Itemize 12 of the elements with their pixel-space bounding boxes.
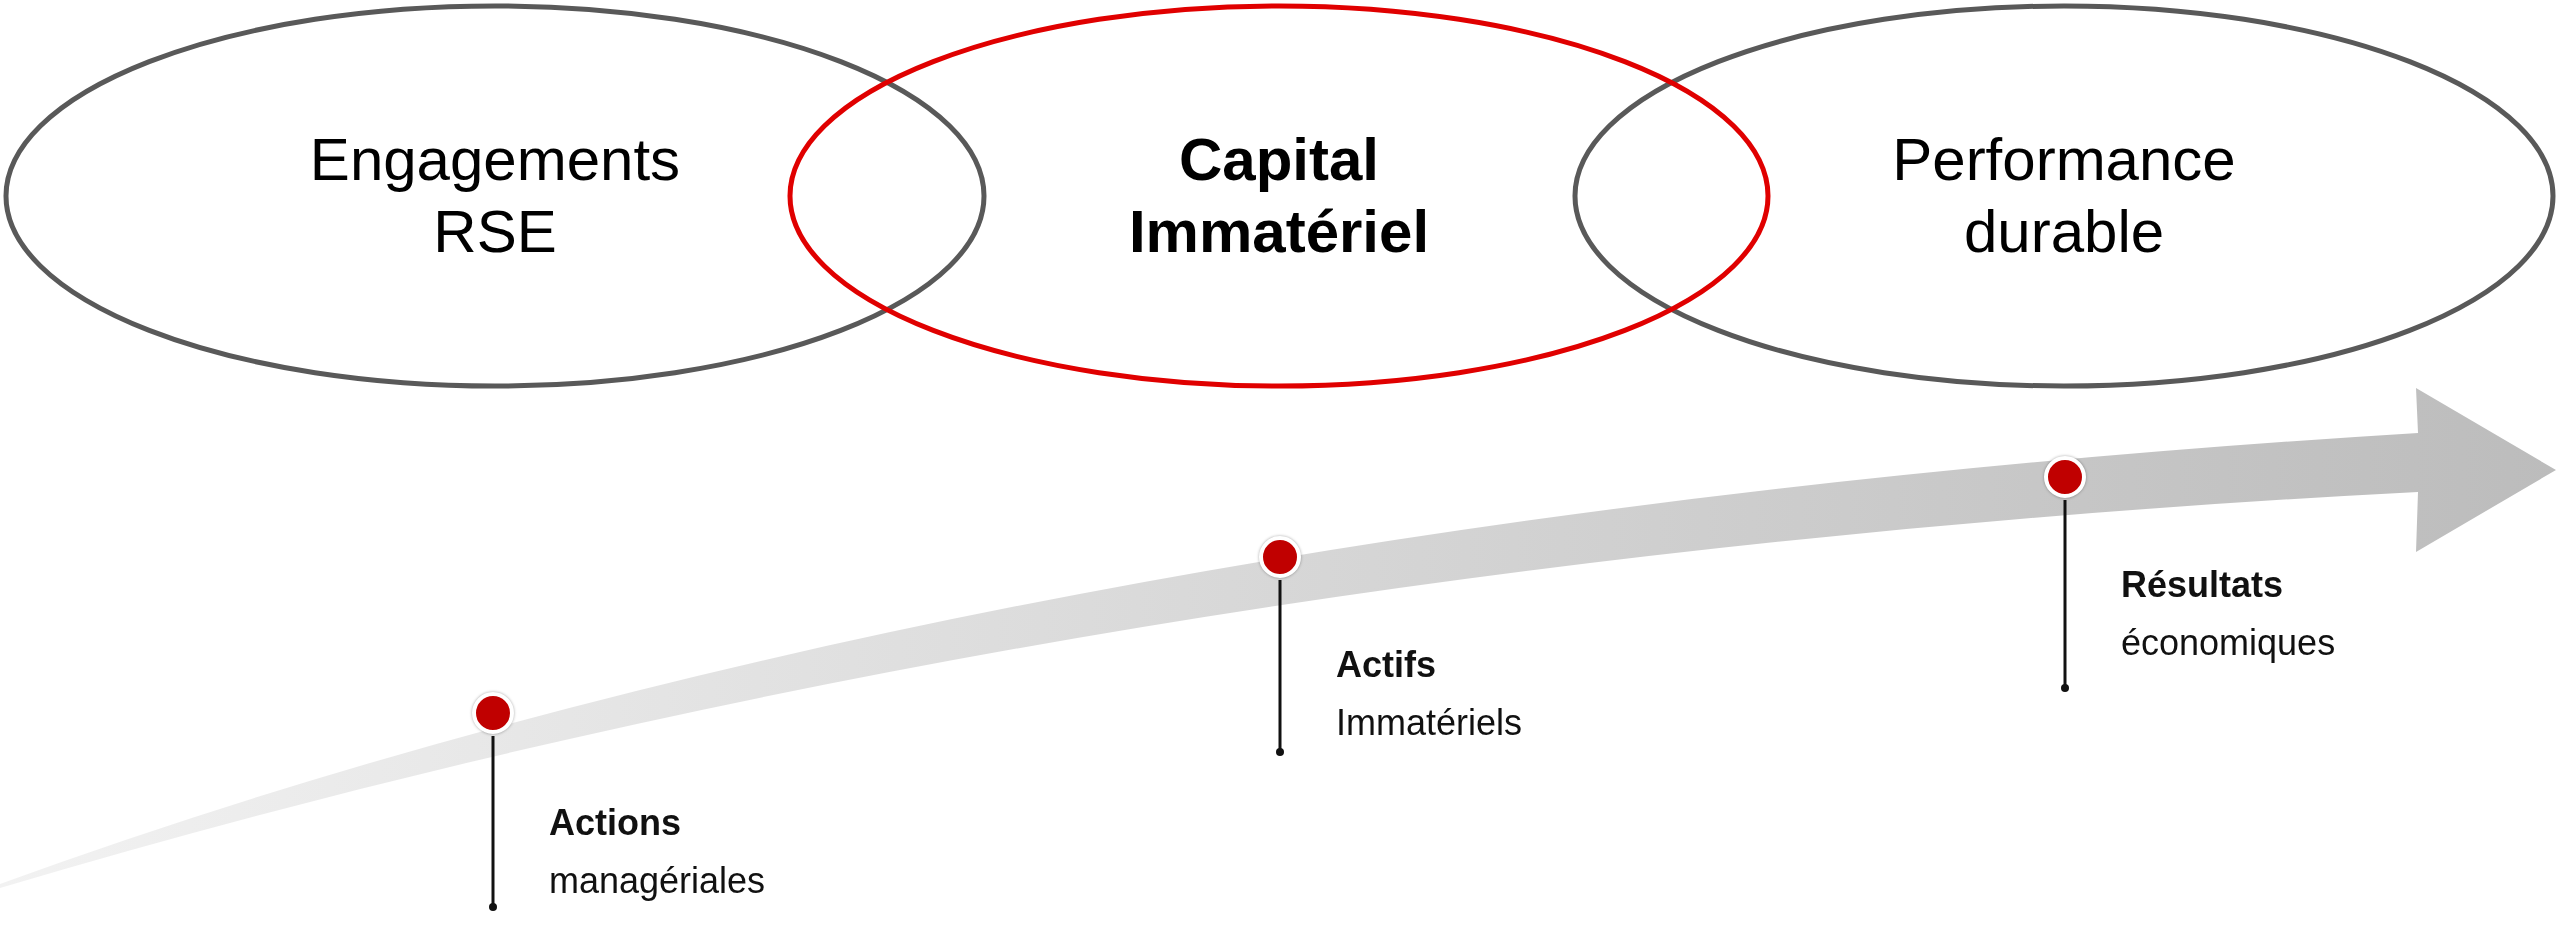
ellipse-label: Capital Immatériel xyxy=(1127,125,1431,267)
leader-line xyxy=(1276,580,1284,756)
milestone-subtitle: Immatériels xyxy=(1336,700,1523,745)
milestone-subtitle: économiques xyxy=(2121,620,2336,665)
leader-line xyxy=(2061,500,2069,692)
ellipse-label: Engagements RSE xyxy=(308,125,682,267)
milestone-title: Actions xyxy=(549,801,682,845)
milestone-subtitle: managériales xyxy=(549,858,766,903)
ellipse-label: Performance durable xyxy=(1891,125,2237,267)
milestone-title: Résultats xyxy=(2121,563,2285,607)
leader-line xyxy=(489,736,497,911)
milestone-title: Actifs xyxy=(1336,643,1438,687)
